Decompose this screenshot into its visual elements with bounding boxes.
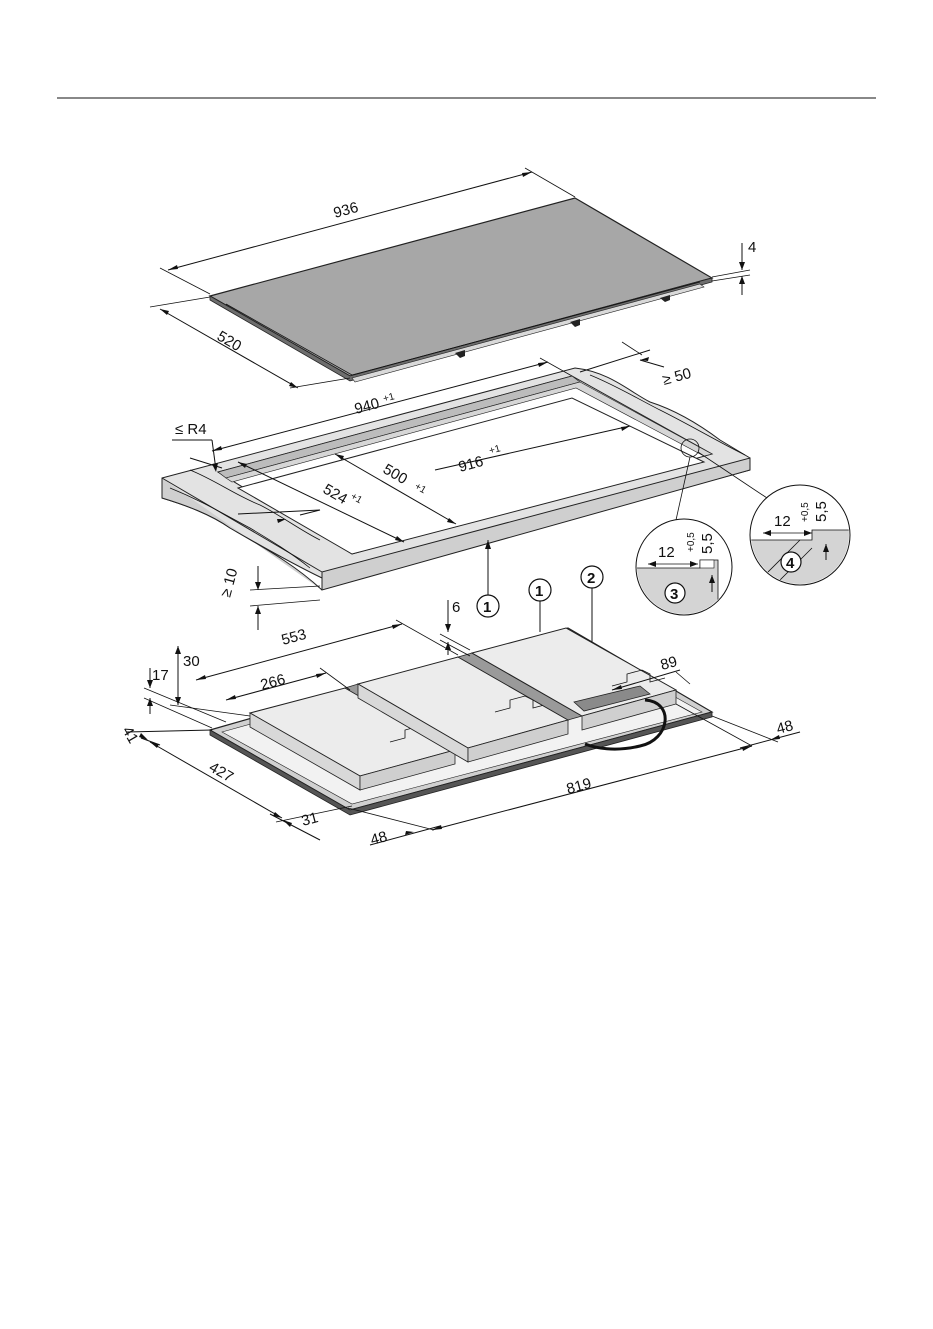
dim-48-right: 48 bbox=[712, 716, 800, 748]
label-940: 940 bbox=[353, 395, 382, 418]
detail4-tol: +0,5 bbox=[800, 502, 811, 522]
label-min50: ≥ 50 bbox=[661, 365, 694, 389]
label-17: 17 bbox=[152, 667, 169, 684]
label-427: 427 bbox=[206, 759, 236, 786]
dim-4: 4 bbox=[712, 239, 756, 295]
label-6: 6 bbox=[452, 599, 460, 616]
label-30: 30 bbox=[183, 653, 200, 670]
callout-1-right: 1 bbox=[529, 579, 551, 632]
detail3-55: 5,5 bbox=[699, 533, 716, 554]
label-4: 4 bbox=[748, 239, 756, 256]
detail4-12: 12 bbox=[774, 513, 791, 530]
detail3-tol: +0,5 bbox=[686, 532, 697, 552]
dim-r4: ≤ R4 bbox=[172, 421, 222, 472]
callout-4: 4 bbox=[786, 555, 795, 572]
label-r4: ≤ R4 bbox=[175, 421, 207, 438]
dim-17: 17 bbox=[144, 667, 226, 728]
label-819: 819 bbox=[565, 775, 594, 798]
callout-1-left: 1 bbox=[477, 540, 499, 617]
dim-41: 41 bbox=[119, 724, 212, 747]
label-48-front: 48 bbox=[369, 828, 390, 849]
callout-1-right-label: 1 bbox=[535, 583, 543, 600]
label-936: 936 bbox=[332, 199, 361, 222]
label-31: 31 bbox=[300, 809, 321, 830]
callout-2-label: 2 bbox=[587, 570, 595, 587]
detail4-55: 5,5 bbox=[813, 501, 830, 522]
detail3-12: 12 bbox=[658, 544, 675, 561]
label-41: 41 bbox=[119, 724, 142, 747]
detail-4: 12 5,5 +0,5 4 bbox=[750, 485, 860, 600]
label-553: 553 bbox=[280, 626, 309, 649]
dim-31: 31 bbox=[270, 809, 320, 840]
detail-3: 12 5,5 +0,5 3 bbox=[636, 519, 732, 620]
dim-48-front: 48 bbox=[348, 808, 440, 849]
label-min10: ≥ 10 bbox=[217, 567, 241, 600]
dim-30: 30 bbox=[170, 646, 250, 716]
callout-3: 3 bbox=[670, 586, 678, 603]
callout-1-left-label: 1 bbox=[483, 599, 491, 616]
label-48-right: 48 bbox=[775, 717, 796, 738]
label-520: 520 bbox=[214, 328, 244, 355]
label-266: 266 bbox=[259, 671, 288, 694]
